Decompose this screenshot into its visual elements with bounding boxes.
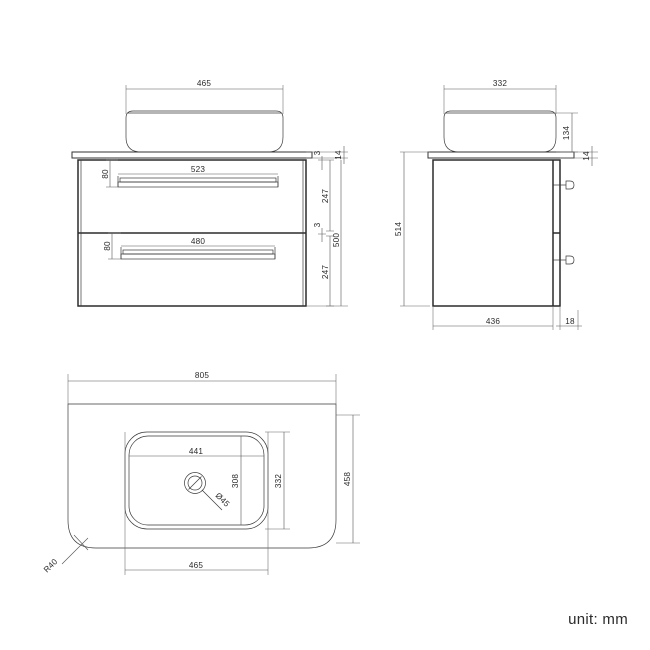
dim-plan-overall-depth: 458 (336, 414, 360, 544)
dim-text-overall-width: 805 (195, 371, 210, 380)
dim-plan-corner-radius: R40 (42, 534, 89, 575)
plan-drain (184, 472, 223, 511)
dim-text-bottom-handle-length: 480 (191, 237, 206, 246)
side-cabinet-body (432, 159, 561, 307)
side-countertop (427, 151, 575, 159)
dim-front-top-handle-length: 523 (118, 165, 278, 175)
unit-note: unit: mm (568, 611, 628, 628)
plan-top-view: 805 458 441 308 (42, 371, 360, 575)
dim-text-basin-outer-depth: 332 (274, 474, 283, 489)
dim-text-basin-outer-width: 465 (189, 561, 204, 570)
dim-front-countertop-thickness: 14 (306, 146, 348, 164)
dim-front-basin-width: 465 (125, 79, 284, 114)
dim-text-total-height: 514 (394, 222, 403, 237)
dim-plan-overall-width: 805 (67, 371, 337, 404)
dim-plan-basin-inner-width: 441 (129, 447, 264, 457)
front-top-drawer-handle (117, 176, 279, 188)
front-countertop (71, 151, 313, 159)
front-cabinet-body (77, 159, 307, 307)
dim-text-top-handle-length: 523 (191, 165, 206, 174)
dim-front-cabinet-height: 500 (306, 160, 348, 307)
front-elevation-view: 465 523 80 480 (71, 79, 348, 307)
dim-plan-basin-inner-depth: 308 (231, 436, 242, 525)
dim-side-cabinet-depth: 436 (432, 306, 554, 330)
side-elevation-view: 332 134 14 514 (394, 79, 598, 330)
dim-front-gap-mid: 3 (313, 222, 326, 242)
dim-text-cabinet-depth: 436 (486, 317, 501, 326)
dim-side-total-height: 514 (394, 151, 430, 307)
dim-text-handle-projection: 18 (565, 317, 575, 326)
side-basin (443, 110, 557, 153)
dim-text-basin-inner-depth: 308 (231, 474, 240, 489)
dim-side-countertop-thickness: 14 (560, 146, 598, 166)
dim-front-bottom-handle-offset: 80 (103, 232, 121, 260)
dim-text-top-drawer-height: 247 (321, 189, 330, 204)
front-bottom-drawer-handle (120, 247, 276, 260)
dim-text-gap-mid: 3 (313, 222, 322, 227)
front-basin (125, 110, 284, 153)
dim-front-gap-top: 3 (313, 150, 326, 170)
dim-side-basin-depth: 332 (443, 79, 557, 114)
dim-text-basin-inner-width: 441 (189, 447, 204, 456)
dim-front-top-drawer-height: 247 (321, 159, 334, 232)
dim-text-top-handle-offset: 80 (101, 169, 110, 179)
dim-text-bottom-handle-offset: 80 (103, 241, 112, 251)
dim-text-basin-depth: 332 (493, 79, 508, 88)
dim-text-basin-width-front: 465 (197, 79, 212, 88)
plan-basin-inner (128, 435, 265, 526)
dim-text-drain-diameter: Ø45 (214, 491, 232, 509)
dim-plan-basin-outer-width: 465 (124, 432, 269, 575)
side-top-drawer-handle (553, 180, 575, 190)
dim-front-bottom-handle-length: 480 (121, 237, 275, 247)
dim-text-corner-radius: R40 (42, 557, 60, 575)
dim-text-gap-top: 3 (313, 150, 322, 155)
side-bottom-drawer-handle (553, 255, 575, 265)
dim-text-bottom-drawer-height: 247 (321, 265, 330, 280)
dim-text-overall-depth: 458 (343, 472, 352, 487)
dim-text-countertop-thickness-side: 14 (582, 151, 591, 161)
dim-plan-drain-diameter: Ø45 (214, 491, 232, 509)
dim-plan-basin-outer-depth: 332 (265, 431, 290, 530)
dim-text-basin-height: 134 (562, 126, 571, 141)
dim-side-handle-projection: 18 (556, 306, 582, 330)
dim-side-basin-height: 134 (554, 112, 578, 153)
dim-text-countertop-thickness-front: 14 (334, 150, 343, 160)
plan-countertop-outline (67, 403, 337, 549)
dim-front-top-handle-offset: 80 (101, 159, 118, 188)
dim-text-cabinet-height: 500 (332, 233, 341, 248)
